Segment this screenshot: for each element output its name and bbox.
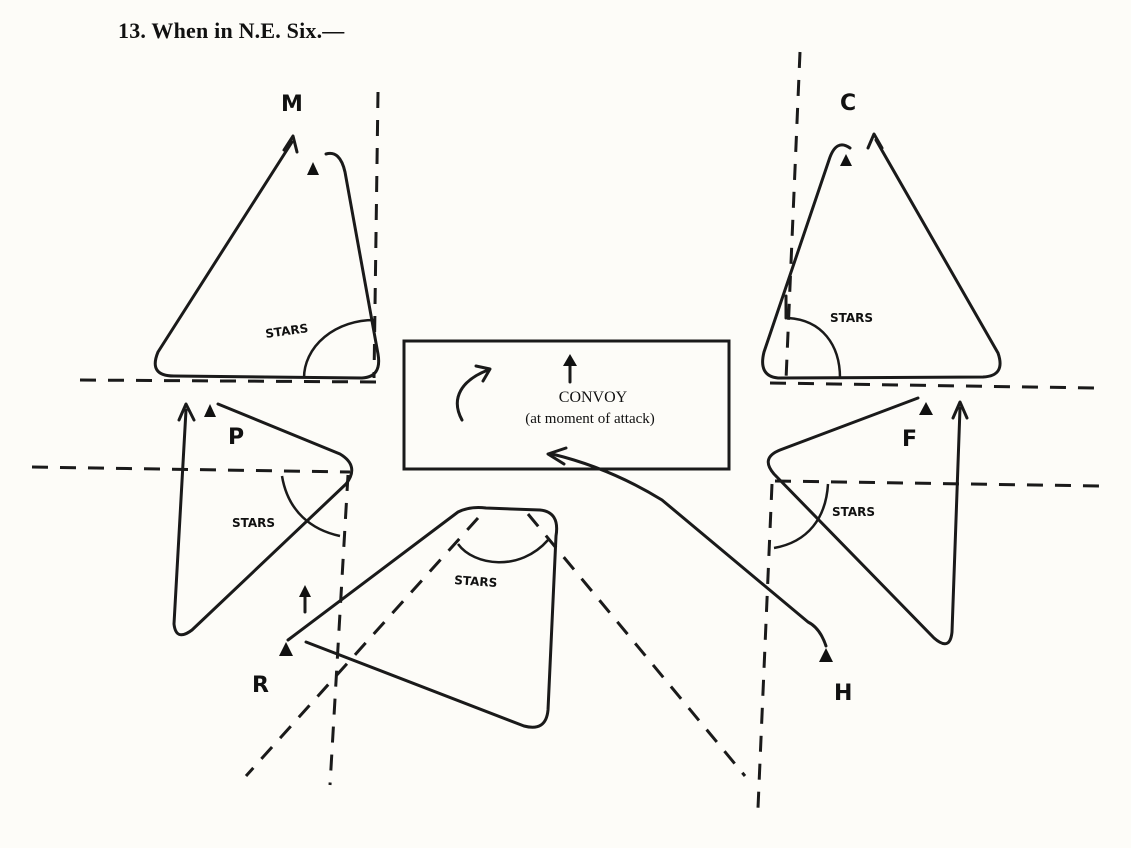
escort-m-track (153, 140, 381, 380)
convoy-block: CONVOY (at moment of attack) (402, 339, 731, 471)
dashed-line-r-right-diagonal (526, 513, 747, 777)
escort-f-stars-label: STARS (832, 505, 875, 519)
escort-r-track (286, 506, 559, 729)
escort-p-track (172, 402, 354, 637)
escort-h: H (546, 446, 852, 706)
convoy-turn-arrowhead (474, 364, 492, 383)
escort-h-track (550, 452, 828, 648)
escort-h-track-arrowhead (546, 446, 568, 466)
escort-f-ship-icon (919, 402, 933, 415)
escort-h-label: H (834, 681, 852, 706)
escort-r-stars-arc (456, 539, 549, 564)
escort-c: C STARS (761, 91, 1002, 380)
escort-m-label: M (281, 92, 303, 117)
escort-r: R STARS (252, 506, 559, 729)
diagram-heading: 13. When in N.E. Six.— (118, 18, 345, 43)
dashed-line-p-vertical (328, 474, 350, 786)
escort-c-stars-arc (787, 316, 842, 379)
escort-p-label: P (228, 425, 244, 450)
dashed-line-c-horizontal (769, 381, 1096, 390)
convoy-turn-arrow (455, 368, 490, 422)
dashed-line-f-vertical (756, 483, 774, 809)
dashed-line-r-left-diagonal (244, 516, 480, 778)
convoy-subtitle: (at moment of attack) (525, 411, 655, 427)
escort-r-heading-arrowhead (299, 585, 311, 597)
escort-f-track (766, 396, 962, 646)
dashed-line-c-vertical (784, 51, 802, 381)
escort-r-stars-label: STARS (454, 573, 498, 590)
convoy-box (402, 339, 731, 471)
escort-c-ship-icon (840, 154, 852, 166)
escort-p-track-arrowhead (177, 402, 196, 422)
escort-m-ship-icon (307, 162, 319, 175)
escort-r-label: R (252, 673, 269, 698)
escort-c-stars-label: STARS (830, 311, 873, 325)
escort-r-ship-icon (279, 642, 293, 656)
escort-f-track-arrowhead (951, 400, 969, 420)
escort-p-ship-icon (204, 404, 216, 417)
escort-h-ship-icon (819, 648, 833, 662)
dashed-line-m-horizontal (79, 378, 379, 384)
escort-p-stars-arc (280, 475, 341, 538)
escort-p: P STARS (172, 402, 354, 637)
escort-f: F STARS (766, 396, 969, 646)
convoy-heading-arrowhead (563, 354, 577, 366)
escort-c-track (761, 138, 1002, 380)
escort-f-stars-arc (773, 483, 830, 550)
dashed-line-f-horizontal (774, 479, 1101, 488)
escort-m: M STARS (153, 92, 381, 380)
escort-c-track-arrowhead (866, 132, 884, 150)
escort-c-label: C (840, 91, 856, 116)
dashed-line-p-horizontal (31, 465, 351, 474)
escort-p-stars-label: STARS (232, 516, 275, 530)
escort-m-stars-arc (302, 318, 375, 379)
sector-lines (31, 51, 1101, 809)
escort-m-stars-label: STARS (264, 321, 309, 341)
escort-m-track-arrowhead (282, 134, 299, 154)
escort-f-label: F (902, 427, 917, 452)
convoy-title: CONVOY (559, 389, 628, 406)
